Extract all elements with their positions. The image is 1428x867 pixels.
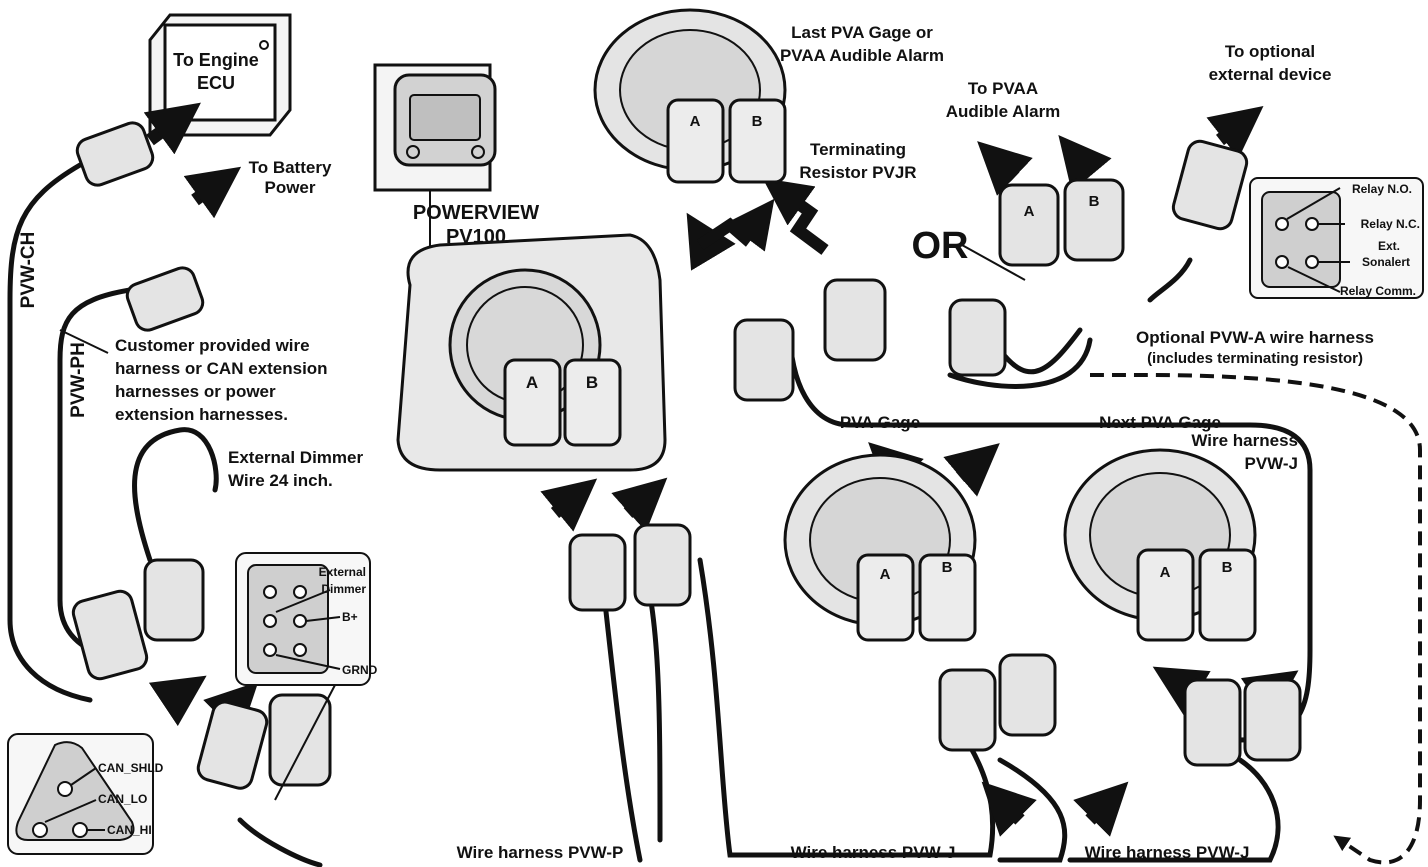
label-to-pvaa-2: Audible Alarm <box>946 102 1061 121</box>
label-to-engine-2: ECU <box>197 73 235 93</box>
label-powerview: POWERVIEW <box>413 202 539 224</box>
pin-sonalert: Sonalert <box>1362 255 1410 269</box>
label-to-battery-2: Power <box>264 178 315 197</box>
label-dimmer-1: External Dimmer <box>228 448 363 467</box>
pin-can-shld: CAN_SHLD <box>98 761 164 775</box>
port-b-pvaa: B <box>1089 193 1100 210</box>
label-pv100: PV100 <box>446 226 506 248</box>
port-a-pvaa: A <box>1024 203 1035 220</box>
label-pva-gage: PVA Gage <box>840 413 920 432</box>
dashed-route <box>1089 372 1422 865</box>
label-wh-pvw-j-2: Wire harness PVW-J <box>1085 843 1250 862</box>
pin-can-hi: CAN_HI <box>107 823 152 837</box>
port-a-last-gauge: A <box>690 113 701 130</box>
label-customer-1: Customer provided wire <box>115 336 310 355</box>
label-to-ext-1: To optional <box>1225 42 1315 61</box>
port-b-last-gauge: B <box>752 113 763 130</box>
zigzag-arrows <box>696 178 829 255</box>
label-last-pva-2: PVAA Audible Alarm <box>780 46 944 65</box>
pin-ext: Ext. <box>1378 239 1400 253</box>
pin-external: External <box>319 565 366 579</box>
label-pvw-ch: PVW-CH <box>18 232 39 309</box>
pv100-thumbnail <box>373 63 497 275</box>
label-wh-pvwj-right-2: PVW-J <box>1245 454 1299 473</box>
label-or: OR <box>912 225 969 267</box>
label-to-engine-1: To Engine <box>173 50 259 70</box>
port-b-pv100: B <box>586 373 598 392</box>
label-next-pva-gage: Next PVA Gage <box>1099 413 1221 432</box>
port-a-pva-gauge: A <box>880 566 891 583</box>
connectors <box>71 121 1302 790</box>
next-pva-gauge <box>1063 448 1257 642</box>
label-to-battery-1: To Battery <box>249 158 332 177</box>
label-wh-pvw-p: Wire harness PVW-P <box>457 843 624 862</box>
can-pinout-box <box>7 733 154 855</box>
pva-gauge <box>783 453 977 642</box>
leader-lines <box>59 244 1026 354</box>
label-terminating-2: Resistor PVJR <box>799 163 916 182</box>
pin-grnd: GRND <box>342 663 378 677</box>
label-dimmer-2: Wire 24 inch. <box>228 471 333 490</box>
pin-can-lo: CAN_LO <box>98 792 147 806</box>
pv100-body <box>396 233 667 472</box>
label-wh-pvwj-right-1: Wire harness <box>1191 431 1298 450</box>
label-customer-2: harness or CAN extension <box>115 359 328 378</box>
pin-relay-nc: Relay N.C. <box>1361 217 1420 231</box>
pin-relay-no: Relay N.O. <box>1352 182 1412 196</box>
label-pvw-ph: PVW-PH <box>68 342 89 418</box>
pin-dimmer: Dimmer <box>321 582 366 596</box>
label-to-ext-2: external device <box>1209 65 1332 84</box>
port-a-next-gauge: A <box>1160 564 1171 581</box>
label-customer-3: harnesses or power <box>115 382 276 401</box>
label-optional-1: Optional PVW-A wire harness <box>1136 328 1374 347</box>
power-pinout-box <box>235 552 371 801</box>
pin-bplus: B+ <box>342 610 358 624</box>
labels: To Engine ECU To Battery Power PVW-CH PV… <box>18 23 1420 862</box>
pin-relay-comm: Relay Comm. <box>1340 284 1416 298</box>
port-a-pv100: A <box>526 373 538 392</box>
port-b-pva-gauge: B <box>942 559 953 576</box>
relay-pinout-box <box>1249 177 1424 299</box>
label-terminating-1: Terminating <box>810 140 906 159</box>
port-b-next-gauge: B <box>1222 559 1233 576</box>
label-wh-pvw-j-1: Wire harness PVW-J <box>791 843 956 862</box>
label-to-pvaa-1: To PVAA <box>968 79 1038 98</box>
label-optional-2: (includes terminating resistor) <box>1147 350 1363 367</box>
label-last-pva-1: Last PVA Gage or <box>791 23 933 42</box>
label-customer-4: extension harnesses. <box>115 405 288 424</box>
last-pva-gauge <box>593 8 787 184</box>
